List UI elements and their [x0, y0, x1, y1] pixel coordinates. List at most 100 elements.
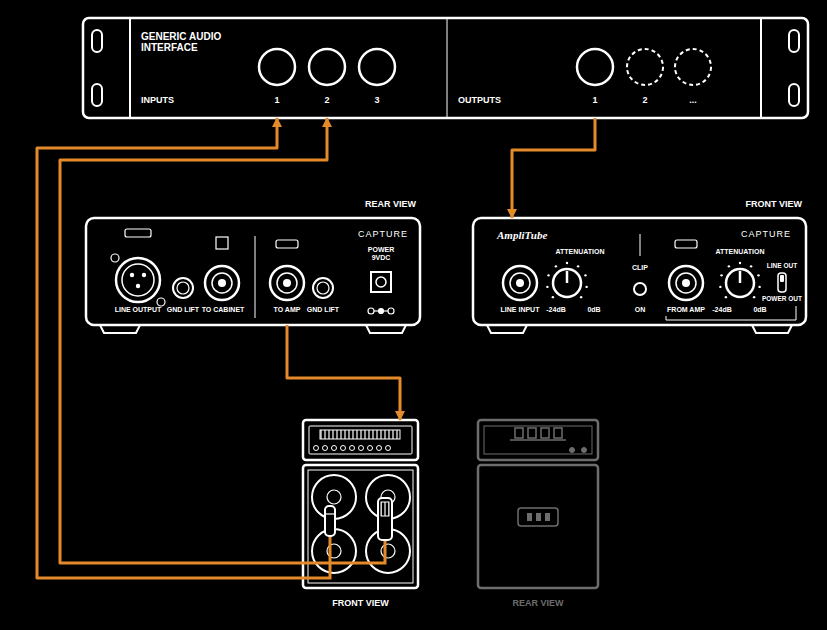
dc-jack	[371, 272, 391, 292]
port-number: 1	[274, 96, 279, 106]
amp-panel	[484, 426, 592, 454]
rack-slot	[92, 84, 102, 106]
microphone	[378, 498, 392, 540]
port-number: 1	[592, 96, 597, 106]
amp-icon	[276, 240, 298, 248]
switch-toggle	[780, 275, 784, 282]
device-title: GENERIC AUDIO INTERFACE	[141, 31, 233, 53]
amp-vent	[320, 430, 400, 439]
scale-dot	[758, 286, 760, 288]
brand-logo: AmpliTube	[497, 229, 547, 241]
amp-knob	[350, 446, 355, 451]
screw	[157, 298, 165, 306]
port-label: LINE INPUT	[501, 306, 540, 314]
scale-dot	[566, 262, 568, 264]
input-jack	[259, 49, 295, 85]
port-label: LINE OUTPUT	[115, 306, 162, 314]
housing-outline	[473, 218, 806, 325]
cabinet	[303, 465, 418, 588]
plate-jack	[527, 513, 532, 521]
scale-dot	[547, 274, 549, 276]
amp-knob	[332, 446, 337, 451]
rack-slot	[92, 30, 102, 52]
speaker-icon	[216, 237, 228, 249]
scale-dot	[750, 265, 752, 267]
view-label: FRONT VIEW	[332, 599, 389, 609]
microphone	[325, 506, 335, 536]
scale-dot	[577, 265, 579, 267]
view-label: FRONT VIEW	[746, 200, 803, 210]
amp-stack-rear	[478, 420, 598, 588]
polarity-symbol	[368, 308, 394, 314]
indicator-label: CLIP	[632, 264, 648, 272]
scale-dot	[546, 286, 548, 288]
line-input-jack	[503, 266, 537, 300]
scale-dot	[719, 286, 721, 288]
amp-knob	[368, 446, 373, 451]
panel-divider	[447, 18, 448, 118]
amp-jack	[570, 448, 575, 453]
from-amp-jack	[669, 266, 703, 300]
amp-stack-front	[303, 420, 418, 588]
port-label: GND LIFT	[307, 306, 339, 314]
xlr-pin	[136, 284, 140, 288]
mic-cable	[303, 540, 385, 563]
view-label: REAR VIEW	[365, 200, 416, 210]
to-amp-jack	[270, 266, 304, 300]
port-number: 3	[374, 96, 379, 106]
output-jack	[577, 49, 613, 85]
foot	[366, 325, 406, 333]
scale-dot	[584, 274, 586, 276]
foot	[100, 325, 140, 333]
xlr-connector	[116, 258, 160, 302]
section-label: OUTPUTS	[458, 96, 501, 106]
amp-stack-front: FRONT VIEW	[303, 420, 418, 588]
gnd-lift-switch	[313, 278, 333, 298]
capture-rear-housing	[86, 218, 420, 333]
amp-knob	[359, 446, 364, 451]
panel-divider	[640, 234, 641, 256]
rack-ear-line	[760, 18, 762, 118]
output-jack-dashed	[627, 49, 663, 85]
port-label: GND LIFT	[167, 306, 199, 314]
input-jack	[359, 49, 395, 85]
attenuation-knob	[726, 269, 754, 297]
mic-grille	[381, 502, 389, 516]
scale-dot	[580, 296, 582, 298]
cabinet-plate	[518, 508, 558, 526]
gnd-lift-switch	[173, 278, 193, 298]
rack-slot	[789, 30, 799, 52]
switch-label: POWER OUT	[762, 295, 802, 302]
amp-head	[478, 420, 598, 460]
scale-dot	[725, 296, 727, 298]
output-jack-dashed	[675, 49, 711, 85]
signal-cable	[512, 118, 595, 218]
device-name: CAPTURE	[741, 230, 791, 240]
amp-stack-rear: REAR VIEW	[478, 420, 598, 588]
control-label: ATTENUATION	[555, 248, 604, 256]
capture-front-housing	[473, 218, 806, 333]
speakers	[312, 475, 410, 573]
housing-outline	[86, 218, 420, 325]
plate-jack	[545, 513, 550, 521]
device-name: CAPTURE	[358, 230, 408, 240]
to-cabinet-jack	[205, 266, 239, 300]
port-label: FROM AMP	[667, 306, 705, 314]
port-label: TO CABINET	[202, 306, 245, 314]
scale-label: -24dB	[712, 306, 731, 314]
power-label: POWER 9VDC	[365, 246, 397, 261]
scale-dot	[552, 296, 554, 298]
rack-slot	[789, 84, 799, 106]
input-jack	[309, 49, 345, 85]
scale-dot	[739, 262, 741, 264]
amp-knob	[377, 446, 382, 451]
bracket	[666, 306, 796, 320]
port-label: TO AMP	[274, 306, 301, 314]
audio-interface-panel	[83, 18, 808, 118]
foot	[487, 325, 527, 333]
amp-icon	[675, 240, 697, 248]
tube-base	[510, 439, 566, 441]
mic-band	[325, 513, 335, 514]
xlr-inner	[122, 264, 154, 296]
